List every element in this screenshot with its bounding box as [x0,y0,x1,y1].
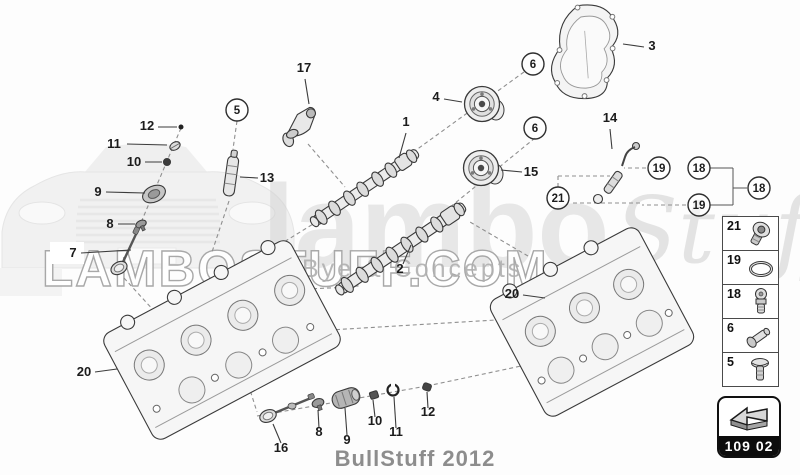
part-number-label: 12 [421,404,435,419]
part-number-label: 20 [505,286,519,301]
page-code-badge: 109 02 [717,396,781,458]
circled-part-number-label: 19 [653,163,666,175]
leader-line [317,409,320,429]
label-background-patch [50,242,84,264]
part-number-label: 14 [603,110,618,125]
leader-line [393,396,397,429]
vvt-gear-part-15 [462,149,504,187]
vvt-gear-part-4 [463,85,505,123]
leader-line [426,391,429,409]
circled-callout [521,52,545,76]
leader-line [272,423,282,444]
watermark-byline: Bye & Concepts [302,255,523,283]
legend-row-21: 21 [722,216,779,251]
valve-part-16 [259,393,315,423]
part-number-label: 17 [297,60,311,75]
circled-part-number-label: 19 [693,200,706,212]
circled-callout [225,98,249,122]
page-code: 109 02 [719,436,779,456]
lash-adjuster-part [222,149,240,197]
legend-row-18: 18 [722,284,779,319]
part-number-label: 8 [315,424,322,439]
circled-part-number-label: 6 [532,123,538,135]
section-arrow-icon [719,398,779,436]
circled-callout [747,176,771,200]
legend-part-number: 18 [727,287,741,301]
leader-line [105,191,146,194]
part-number-label: 13 [260,170,274,185]
part-number-label: 7 [69,245,76,260]
oil-pipe-part [592,141,641,205]
legend-part-number: 21 [727,219,741,233]
valvetrain-left-parts [110,124,184,276]
cylinder-head-left-part [103,240,341,440]
rocker-arm-part [282,106,317,148]
part-number-label: 11 [107,136,121,151]
part-number-label: 9 [343,432,350,447]
valvetrain-bottom-parts [259,382,432,423]
leader-line [372,399,376,418]
circled-callout [687,193,711,217]
leader-line [522,294,546,299]
leader-line [80,249,132,254]
hex-bolt-icon [746,327,771,348]
circled-callout [546,186,570,210]
part-number-label: 16 [274,440,288,455]
part-number-label: 12 [140,118,154,133]
leader-line [402,244,412,265]
part-number-label: 10 [127,154,141,169]
pan-head-screw-icon [751,358,769,381]
legend-row-5: 5 [722,352,779,387]
circled-callout [647,156,671,180]
leader-line [500,169,523,173]
footer-watermark: BullStuff 2012 [334,446,496,471]
legend-part-number: 5 [727,355,734,369]
o-ring-icon [749,261,773,277]
cam-cover-part [550,4,619,100]
circled-part-number-label: 6 [530,59,536,71]
legend-part-number: 19 [727,253,741,267]
leader-line [94,368,118,373]
part-number-label: 10 [368,413,382,428]
circled-callout [523,116,547,140]
cylinder-head-right-part [489,227,695,417]
circled-part-number-label: 5 [234,105,241,117]
part-number-label: 20 [77,364,91,379]
part-number-label: 9 [94,184,101,199]
leader-line [609,128,613,150]
circled-part-number-label: 21 [552,193,565,205]
circled-callout [687,156,711,180]
camshaft-1-part [309,149,420,228]
socket-head-bolt-icon [750,221,771,246]
callout-bracket [710,167,747,206]
leader-line [398,132,407,159]
legend-row-6: 6 [722,318,779,353]
circled-part-number-label: 18 [753,183,766,195]
leader-line [443,98,463,103]
part-number-label: 15 [524,164,538,179]
callout-layer: 1234789101112131415161720208910111256621… [69,38,771,455]
legend-part-number: 6 [727,321,734,335]
car-watermark [0,143,295,296]
leader-line [344,407,348,436]
part-number-label: 11 [389,424,403,439]
union-bolt-icon [755,288,767,314]
leader-line [126,143,168,146]
valve-part-7 [110,226,140,276]
legend-row-19: 19 [722,250,779,285]
camshaft-2-part [335,202,467,296]
leader-line [239,176,259,179]
part-number-label: 2 [396,261,403,276]
part-number-label: 3 [648,38,655,53]
part-number-label: 4 [432,89,440,104]
leader-line [622,43,645,48]
part-number-label: 1 [402,114,409,129]
part-number-label: 8 [106,216,113,231]
circled-part-number-label: 18 [693,163,706,175]
fastener-legend-table: 21 19 18 6 [722,216,779,387]
leader-line [304,78,310,105]
